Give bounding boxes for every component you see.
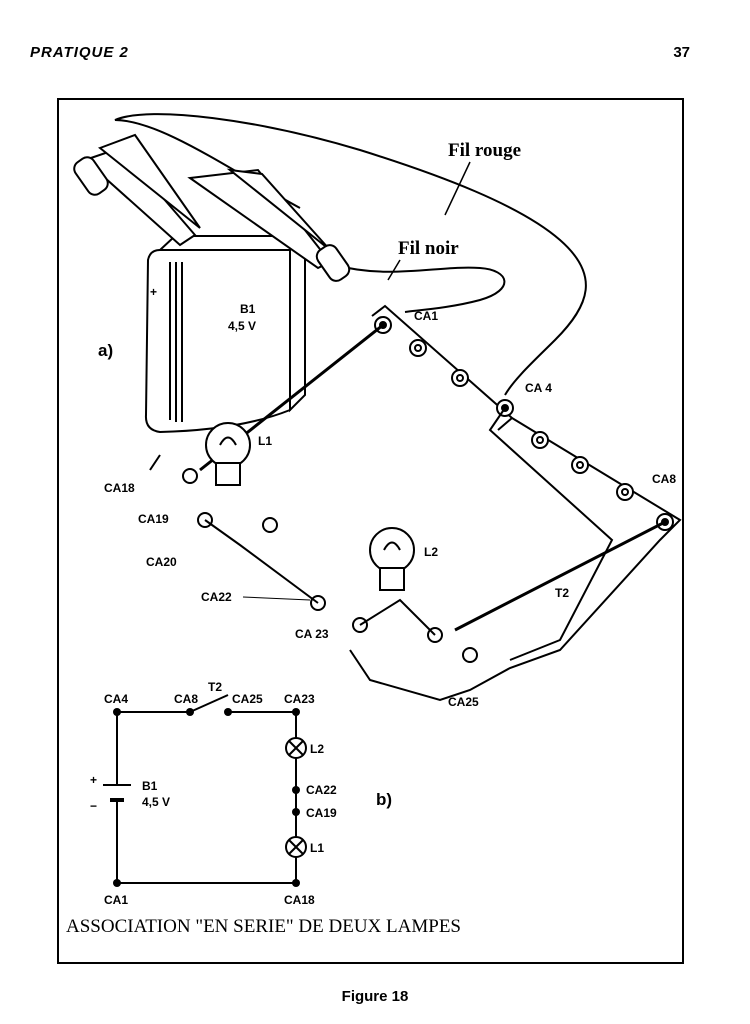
part-a-label: a) [98, 341, 113, 360]
battery-plus-sign: + [150, 285, 157, 299]
black-wire-label: Fil noir [398, 238, 459, 259]
lamp-l2 [369, 527, 415, 591]
terminal-label-ca18: CA18 [104, 481, 135, 495]
strip-wire-ca4 [488, 407, 614, 661]
schematic-battery-voltage: 4,5 V [142, 795, 170, 809]
schematic [103, 694, 307, 884]
terminal-label-ca22: CA22 [201, 590, 232, 604]
red-wire [114, 113, 587, 396]
part-b-label: b) [376, 790, 392, 809]
node-label-ca23: CA23 [284, 692, 315, 706]
page-number: 37 [673, 44, 690, 61]
schematic-minus-sign: − [90, 799, 97, 813]
switch-t2-label: T2 [555, 586, 569, 600]
lamp-l2-label: L2 [424, 545, 438, 559]
clip-black [187, 168, 351, 282]
node-label-l1: L1 [310, 841, 324, 855]
node-label-ca22: CA22 [306, 783, 337, 797]
battery-label: B1 [240, 302, 256, 316]
terminal-label-ca4: CA 4 [525, 381, 552, 395]
page-header-title: PRATIQUE 2 [30, 44, 129, 61]
node-label-t2: T2 [208, 680, 222, 694]
red-wire-label: Fil rouge [448, 140, 521, 161]
terminal-label-ca20: CA20 [146, 555, 177, 569]
strip-wire-l1-l2 [204, 519, 319, 604]
terminal-label-ca19: CA19 [138, 512, 169, 526]
terminal-strip [149, 304, 682, 702]
battery-b1 [144, 233, 308, 434]
switch-wire-t2 [454, 520, 666, 632]
node-label-ca25: CA25 [232, 692, 263, 706]
schematic-plus-sign: + [90, 773, 97, 787]
clip-red [73, 133, 201, 247]
figure-frame [57, 98, 684, 964]
schematic-battery-label: B1 [142, 779, 158, 793]
node-label-ca19: CA19 [306, 806, 337, 820]
terminal-label-ca1: CA1 [414, 309, 438, 323]
terminal-label-ca8: CA8 [652, 472, 676, 486]
strip-wire-l2 [359, 598, 436, 636]
node-label-l2: L2 [310, 742, 324, 756]
terminal-lugs [182, 316, 674, 663]
lamp-l1-label: L1 [258, 434, 272, 448]
lamp-l1 [205, 422, 251, 486]
node-label-ca4: CA4 [104, 692, 128, 706]
black-wire [334, 264, 506, 313]
figure-caption: ASSOCIATION "EN SERIE" DE DEUX LAMPES [66, 916, 461, 937]
node-label-ca18: CA18 [284, 893, 315, 907]
node-label-ca8: CA8 [174, 692, 198, 706]
battery-voltage: 4,5 V [228, 319, 256, 333]
schematic-nodes [113, 708, 300, 887]
node-label-ca1: CA1 [104, 893, 128, 907]
terminal-label-ca23: CA 23 [295, 627, 329, 641]
figure-number: Figure 18 [341, 988, 409, 1005]
terminal-label-ca25: CA25 [448, 695, 479, 709]
